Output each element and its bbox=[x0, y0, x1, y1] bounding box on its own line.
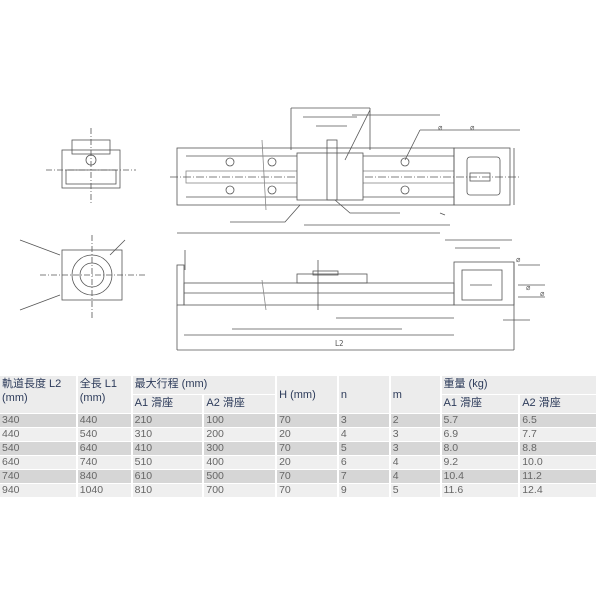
table-cell: 70 bbox=[277, 442, 337, 455]
table-cell: 410 bbox=[132, 442, 203, 455]
table-cell: 440 bbox=[0, 428, 76, 441]
table-cell: 70 bbox=[277, 484, 337, 497]
header-max-stroke: 最大行程 (mm) bbox=[132, 376, 276, 394]
table-cell: 6.9 bbox=[441, 428, 519, 441]
table-cell: 70 bbox=[277, 414, 337, 427]
table-cell: 440 bbox=[77, 414, 131, 427]
table-cell: 340 bbox=[0, 414, 76, 427]
table-cell: 810 bbox=[132, 484, 203, 497]
table-cell: 3 bbox=[338, 414, 389, 427]
header-weight-a2: A2 滑座 bbox=[520, 395, 596, 413]
table-cell: 11.2 bbox=[520, 470, 596, 483]
table-cell: 500 bbox=[204, 470, 276, 483]
table-cell: 640 bbox=[77, 442, 131, 455]
table-cell: 640 bbox=[0, 456, 76, 469]
table-cell: 5 bbox=[390, 484, 440, 497]
side-view bbox=[176, 239, 545, 351]
header-h: H (mm) bbox=[277, 376, 337, 413]
header-stroke-a1: A1 滑座 bbox=[132, 395, 203, 413]
l2-label: L2 bbox=[335, 339, 344, 348]
table-cell: 310 bbox=[132, 428, 203, 441]
table-cell: 5.7 bbox=[441, 414, 519, 427]
table-cell: 9.2 bbox=[441, 456, 519, 469]
table-cell: 8.8 bbox=[520, 442, 596, 455]
table-cell: 6.5 bbox=[520, 414, 596, 427]
table-cell: 4 bbox=[390, 456, 440, 469]
table-cell: 300 bbox=[204, 442, 276, 455]
table-cell: 3 bbox=[390, 428, 440, 441]
table-cell: 9 bbox=[338, 484, 389, 497]
diameter-label: ⌀ bbox=[526, 283, 531, 292]
table-cell: 20 bbox=[277, 428, 337, 441]
header-n: n bbox=[338, 376, 389, 413]
table-cell: 10.0 bbox=[520, 456, 596, 469]
table-cell: 2 bbox=[390, 414, 440, 427]
end-view-top bbox=[46, 128, 136, 205]
table-cell: 510 bbox=[132, 456, 203, 469]
table-cell: 7.7 bbox=[520, 428, 596, 441]
table-cell: 3 bbox=[390, 442, 440, 455]
header-rail-length: 軌道長度 L2(mm) bbox=[0, 376, 76, 413]
table-cell: 5 bbox=[338, 442, 389, 455]
table-cell: 7 bbox=[338, 470, 389, 483]
table-cell: 6 bbox=[338, 456, 389, 469]
table-cell: 740 bbox=[0, 470, 76, 483]
diameter-label: ⌀ bbox=[540, 289, 545, 298]
header-m: m bbox=[390, 376, 440, 413]
table-cell: 11.6 bbox=[441, 484, 519, 497]
table-cell: 100 bbox=[204, 414, 276, 427]
header-weight-a1: A1 滑座 bbox=[441, 395, 519, 413]
diameter-label: ⌀ bbox=[516, 255, 521, 264]
header-stroke-a2: A2 滑座 bbox=[204, 395, 276, 413]
table-cell: 940 bbox=[0, 484, 76, 497]
table-cell: 700 bbox=[204, 484, 276, 497]
header-weight: 重量 (kg) bbox=[441, 376, 596, 394]
diameter-label: ⌀ bbox=[438, 123, 443, 132]
table-cell: 4 bbox=[338, 428, 389, 441]
header-total-length: 全長 L1(mm) bbox=[77, 376, 131, 413]
table-cell: 840 bbox=[77, 470, 131, 483]
specs-table: 軌道長度 L2(mm) 全長 L1(mm) 最大行程 (mm) H (mm) n… bbox=[0, 375, 598, 498]
table-cell: 4 bbox=[390, 470, 440, 483]
table-cell: 540 bbox=[77, 428, 131, 441]
table-cell: 540 bbox=[0, 442, 76, 455]
end-view-bottom bbox=[19, 235, 145, 320]
table-cell: 400 bbox=[204, 456, 276, 469]
table-cell: 740 bbox=[77, 456, 131, 469]
table-cell: 70 bbox=[277, 470, 337, 483]
table-cell: 210 bbox=[132, 414, 203, 427]
top-view bbox=[170, 107, 520, 234]
diameter-label: ⌀ bbox=[470, 123, 475, 132]
table-cell: 20 bbox=[277, 456, 337, 469]
table-cell: 1040 bbox=[77, 484, 131, 497]
table-cell: 200 bbox=[204, 428, 276, 441]
table-cell: 610 bbox=[132, 470, 203, 483]
table-cell: 12.4 bbox=[520, 484, 596, 497]
table-cell: 8.0 bbox=[441, 442, 519, 455]
technical-drawing: ⌀ ⌀ L2 ⌀ ⌀ ⌀ bbox=[19, 107, 545, 351]
table-cell: 10.4 bbox=[441, 470, 519, 483]
